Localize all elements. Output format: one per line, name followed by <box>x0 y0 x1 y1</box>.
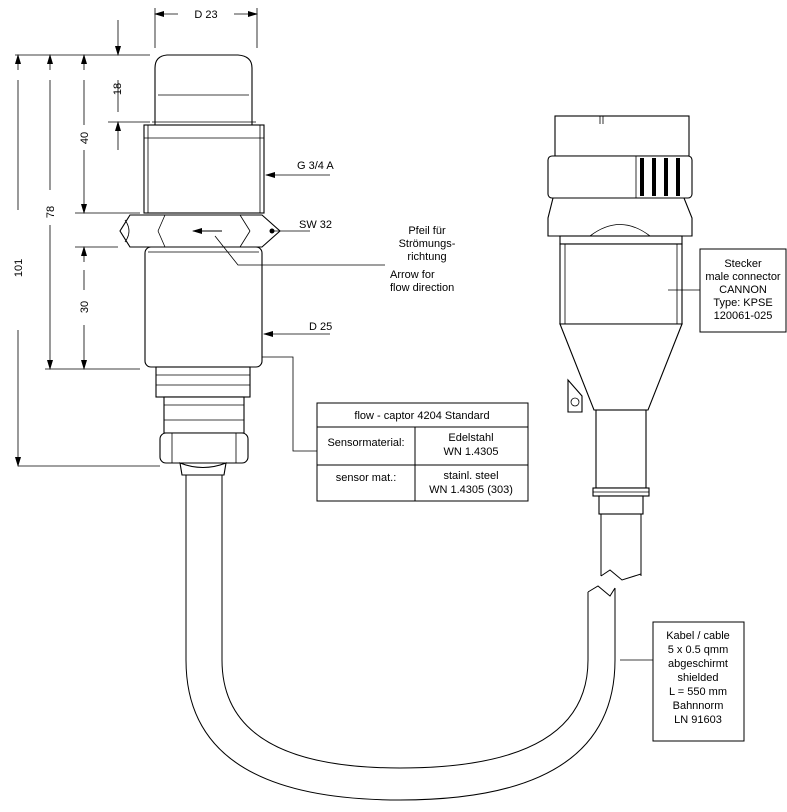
flow-direction-note: Pfeil für Strömungs- richtung Arrow for … <box>390 225 456 294</box>
dim-d23: D 23 <box>194 9 217 21</box>
cable-note-line-6: Bahnnorm <box>673 700 724 712</box>
dim-overall-height: 101 <box>13 259 25 277</box>
flow-note-de-1: Pfeil für <box>408 225 446 237</box>
cable-note-line-5: L = 550 mm <box>669 686 727 698</box>
cable-note-line-3: abgeschirmt <box>668 658 728 670</box>
spec-row-1-value-1: Edelstahl <box>448 432 493 444</box>
connector-note-line-2: male connector <box>705 271 781 283</box>
connector-ring <box>547 155 693 199</box>
thread-section <box>143 124 265 214</box>
dim-wrench-size: SW 32 <box>299 219 332 231</box>
connector-note-line-3: CANNON <box>719 284 767 296</box>
flow-note-en-1: Arrow for <box>390 269 435 281</box>
spec-row-2-label: sensor mat.: <box>336 472 397 484</box>
cable-gland <box>155 366 251 398</box>
flow-note-de-2: Strömungs- <box>399 238 456 250</box>
dim-cap-height: 18 <box>112 83 124 95</box>
spec-row-2-value-1: stainl. steel <box>443 470 498 482</box>
cable <box>185 475 642 801</box>
dim-body-diameter: D 25 <box>309 321 332 333</box>
dim-total-height: 78 <box>45 206 57 218</box>
spec-row-2-value-2: WN 1.4305 (303) <box>429 484 513 496</box>
sensor-cap <box>154 54 253 126</box>
flow-sensor <box>119 54 281 476</box>
cable-sheath <box>185 475 616 801</box>
dim-body-height: 30 <box>79 301 91 313</box>
dim-thread-height: 40 <box>79 132 91 144</box>
connector-note-line-5: 120061-025 <box>714 310 773 322</box>
connector-note-line-4: Type: KPSE <box>713 297 772 309</box>
connector-taper <box>559 323 683 411</box>
cable-note: Kabel / cable 5 x 0.5 qmm abgeschirmt sh… <box>652 621 745 742</box>
connector-body <box>559 243 683 325</box>
cable-note-line-7: LN 91603 <box>674 714 722 726</box>
connector-note-line-1: Stecker <box>724 258 762 270</box>
spec-table-title: flow - captor 4204 Standard <box>354 410 489 422</box>
cable-note-line-4: shielded <box>678 672 719 684</box>
dimension-lines <box>15 8 700 661</box>
cable-note-line-2: 5 x 0.5 qmm <box>668 644 729 656</box>
connector-top <box>554 115 690 157</box>
flow-note-de-3: richtung <box>407 251 446 263</box>
spec-table: flow - captor 4204 Standard Sensormateri… <box>316 402 529 502</box>
male-connector <box>547 115 693 515</box>
connector-note: Stecker male connector CANNON Type: KPSE… <box>699 248 787 333</box>
flow-note-en-2: flow direction <box>390 282 454 294</box>
dim-thread: G 3/4 A <box>297 160 334 172</box>
spec-row-1-label: Sensormaterial: <box>327 437 404 449</box>
spec-row-1-value-2: WN 1.4305 <box>443 446 498 458</box>
cable-note-line-1: Kabel / cable <box>666 630 730 642</box>
